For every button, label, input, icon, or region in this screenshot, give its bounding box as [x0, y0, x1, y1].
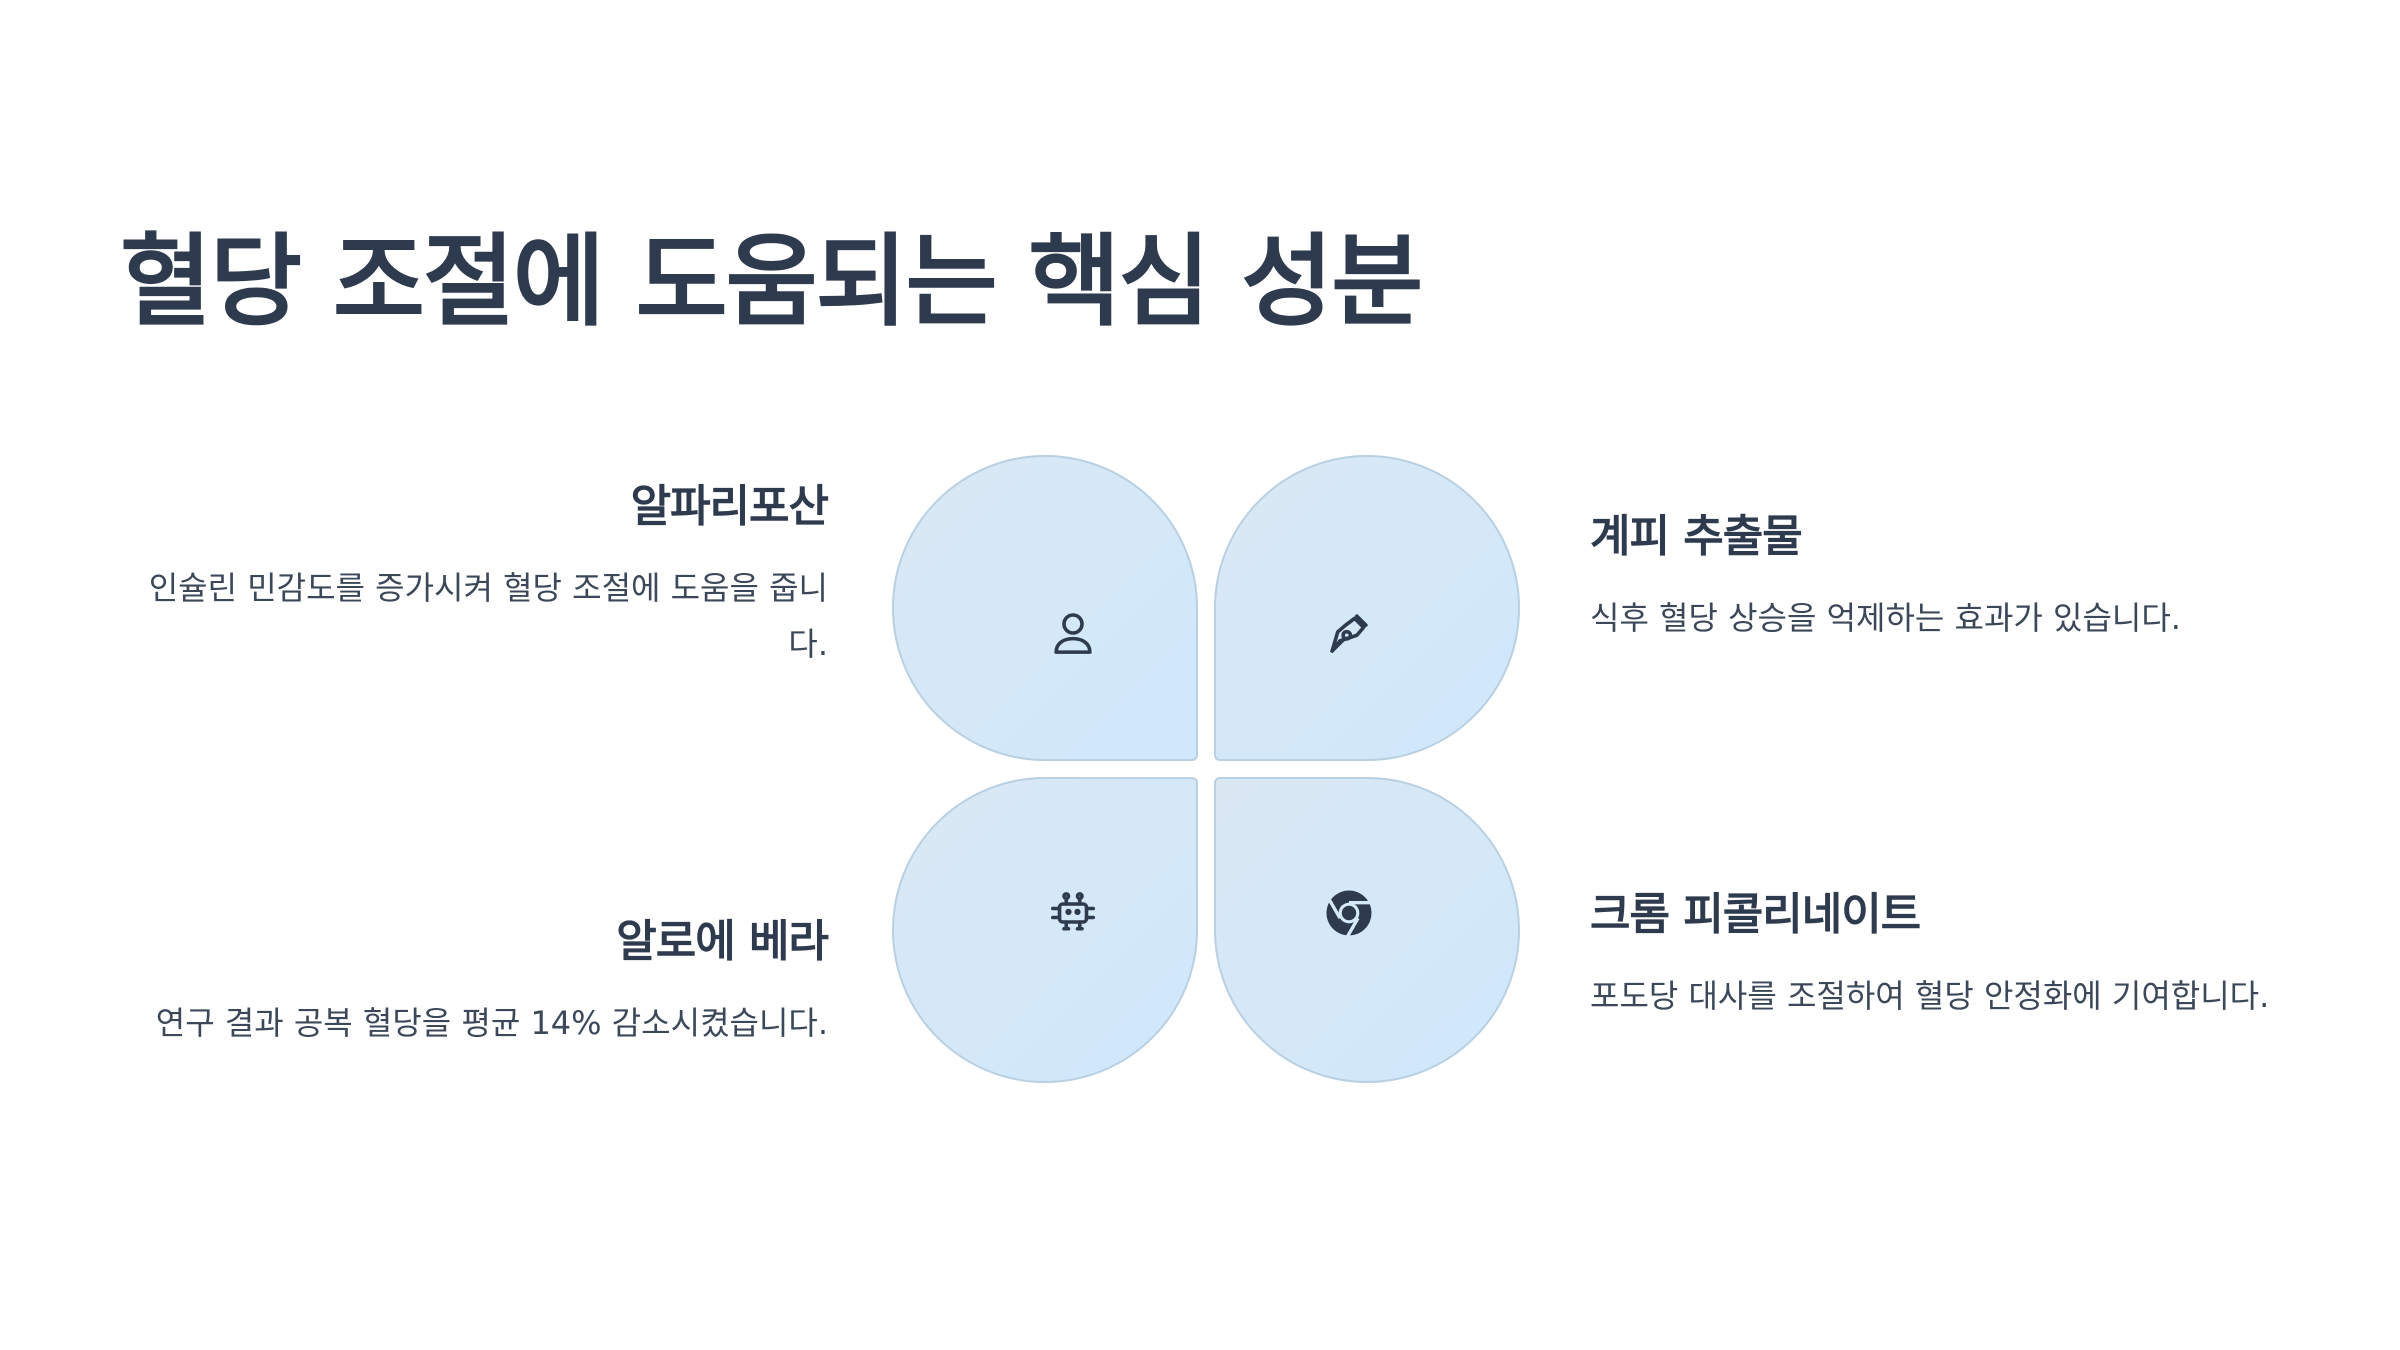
- robot-icon: [1046, 886, 1100, 940]
- ingredient-description: 연구 결과 공복 혈당을 평균 14% 감소시켰습니다.: [155, 1004, 828, 1042]
- chrome-icon: [1322, 886, 1376, 940]
- ingredient-heading: 알파리포산: [630, 481, 829, 532]
- petal-top-right: [1214, 455, 1520, 761]
- ingredient-aloe-vera: 알로에 베라 연구 결과 공복 혈당을 평균 14% 감소시켰습니다.: [128, 905, 829, 1051]
- petal-top-left: [892, 455, 1198, 761]
- ingredient-alpha-lipoic-acid: 알파리포산 인슐린 민감도를 증가시켜 혈당 조절에 도움을 줍니다.: [128, 470, 829, 672]
- petal-bottom-right: [1214, 777, 1520, 1083]
- ingredient-description: 식후 혈당 상승을 억제하는 효과가 있습니다.: [1590, 599, 2181, 637]
- ingredient-cinnamon-extract: 계피 추출물 식후 혈당 상승을 억제하는 효과가 있습니다.: [1590, 500, 2290, 646]
- pen-nib-icon: [1322, 606, 1376, 660]
- page-title: 혈당 조절에 도움되는 핵심 성분: [120, 223, 1423, 340]
- ingredient-heading: 크롬 피콜리네이트: [1590, 889, 1921, 940]
- ingredient-heading: 계피 추출물: [1590, 511, 1803, 562]
- ingredient-chromium-picolinate: 크롬 피콜리네이트 포도당 대사를 조절하여 혈당 안정화에 기여합니다.: [1590, 878, 2290, 1024]
- ingredient-heading: 알로에 베라: [616, 916, 829, 967]
- petal-bottom-left: [892, 777, 1198, 1083]
- user-icon: [1046, 606, 1100, 660]
- ingredient-description: 인슐린 민감도를 증가시켜 혈당 조절에 도움을 줍니다.: [148, 569, 828, 663]
- ingredient-description: 포도당 대사를 조절하여 혈당 안정화에 기여합니다.: [1590, 977, 2270, 1015]
